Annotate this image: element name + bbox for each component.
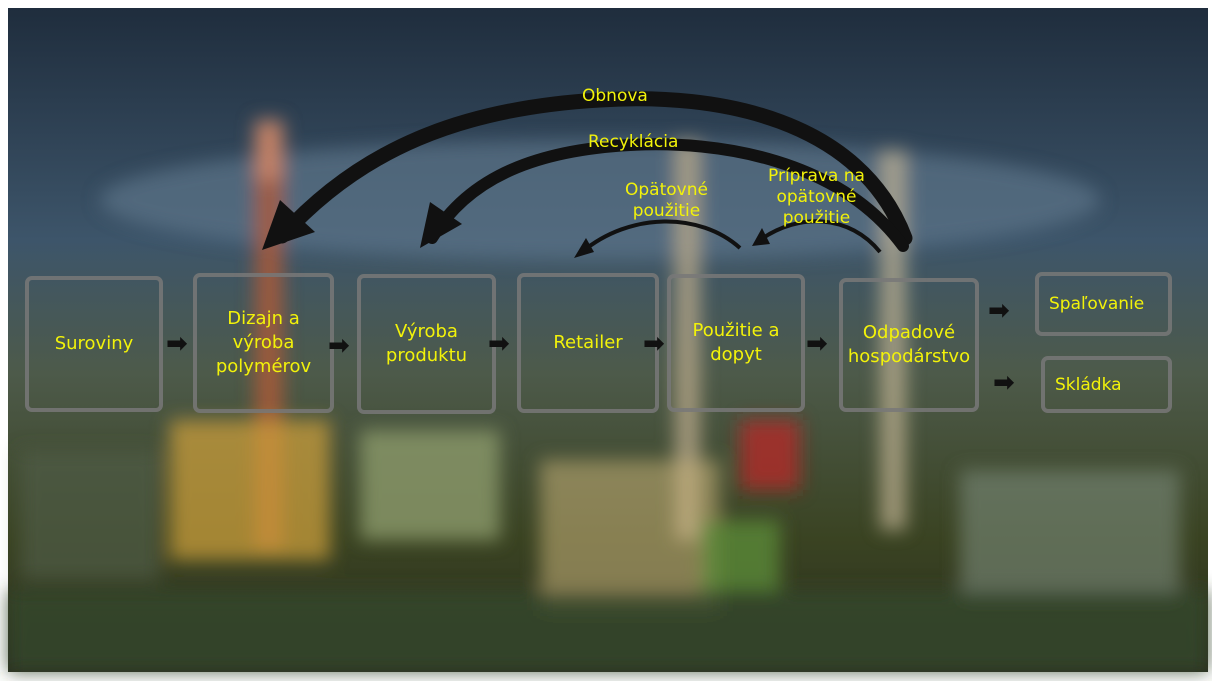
- box-vyroba: Výroba produktu: [357, 274, 496, 414]
- arrow-right-icon: ➡: [988, 296, 1010, 326]
- opatovne-arrow: [580, 219, 742, 254]
- arrow-right-icon: ➡: [328, 331, 350, 361]
- box-spalovanie: Spaľovanie: [1035, 272, 1172, 336]
- box-odpad-label: Odpadové hospodárstvo: [847, 322, 971, 367]
- label-priprava: Príprava na opätovné použitie: [768, 166, 865, 228]
- box-suroviny: Suroviny: [25, 276, 163, 412]
- box-retailer-label: Retailer: [553, 332, 623, 353]
- box-dizajn-label: Dizajn a výroba polymérov: [215, 308, 312, 377]
- arrow-right-icon: ➡: [488, 329, 510, 359]
- label-obnova: Obnova: [582, 86, 648, 106]
- box-skladka: Skládka: [1041, 356, 1172, 413]
- box-retailer: Retailer: [517, 273, 659, 413]
- recyklacia-arrow: [426, 138, 909, 252]
- priprava-arrow: [758, 219, 882, 254]
- label-opatovne-pouzitie: Opätovné použitie: [625, 180, 708, 221]
- arrow-right-icon: ➡: [806, 329, 828, 359]
- obnova-arrow: [274, 91, 913, 246]
- arrow-right-icon: ➡: [166, 329, 188, 359]
- box-dizajn: Dizajn a výroba polymérov: [193, 273, 334, 413]
- box-pouzitie-label: Použitie a dopyt: [692, 320, 780, 365]
- label-recyklacia: Recyklácia: [588, 132, 679, 152]
- box-pouzitie: Použitie a dopyt: [667, 274, 805, 412]
- obnova-arrowhead: [262, 200, 315, 250]
- priprava-arrowhead: [752, 228, 770, 246]
- box-odpad: Odpadové hospodárstvo: [839, 278, 979, 412]
- box-spalovanie-label: Spaľovanie: [1049, 294, 1145, 314]
- arrow-right-icon: ➡: [993, 368, 1015, 398]
- recyklacia-arrowhead: [420, 202, 462, 248]
- box-suroviny-label: Suroviny: [54, 333, 134, 354]
- arrow-right-icon: ➡: [643, 329, 665, 359]
- box-skladka-label: Skládka: [1055, 374, 1122, 395]
- box-vyroba-label: Výroba produktu: [385, 321, 468, 366]
- opatovne-arrowhead: [574, 238, 594, 258]
